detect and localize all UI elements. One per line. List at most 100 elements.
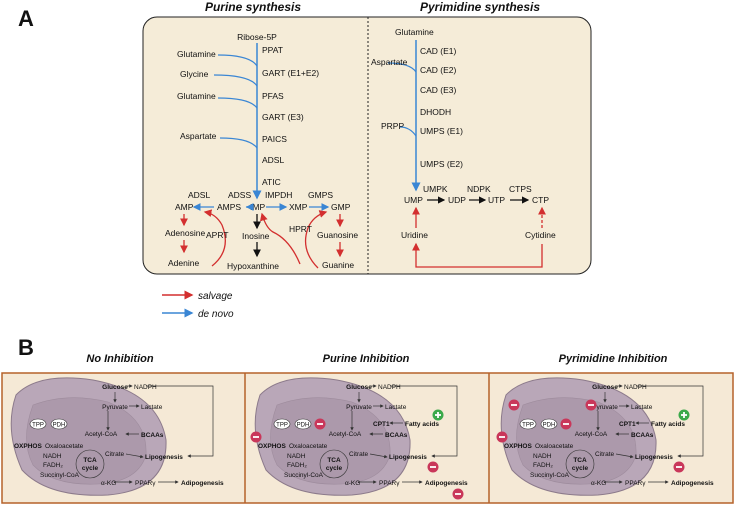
tpp-node bbox=[273, 418, 291, 430]
ppar: PPARγ bbox=[135, 480, 156, 487]
ribose-5p: Ribose-5P bbox=[237, 32, 277, 42]
citrate-to-lipogenesis-arrow bbox=[615, 453, 634, 459]
adipogenesis: Adipogenesis bbox=[671, 480, 714, 487]
aspartate-purine: Aspartate bbox=[180, 131, 217, 141]
tpp-label: TPP bbox=[522, 423, 534, 429]
purine-trunk bbox=[213, 43, 262, 200]
tca-label: TCA bbox=[327, 457, 341, 464]
pyruvate: Pyruvate bbox=[592, 404, 618, 411]
tca-cycle-ring bbox=[319, 449, 349, 479]
guanosine: Guanosine bbox=[317, 230, 358, 240]
acetyl-coa: Acetyl-CoA bbox=[575, 431, 608, 438]
cytidine: Cytidine bbox=[525, 230, 556, 240]
pdh-inhibit-minus-icon bbox=[314, 418, 326, 430]
lipogenesis: Lipogenesis bbox=[389, 454, 427, 461]
tpp-label: TPP bbox=[276, 423, 288, 429]
umpk-label: UMPK bbox=[423, 184, 448, 194]
ppat-label: PPAT bbox=[262, 45, 283, 55]
tca-cycle-ring bbox=[75, 449, 105, 479]
purine-title: Purine synthesis bbox=[205, 0, 301, 14]
cad2-label: CAD (E2) bbox=[420, 65, 457, 75]
amp-node: AMP bbox=[175, 202, 194, 212]
pyrimidine-trunk bbox=[387, 40, 421, 192]
imp-row-arrows bbox=[192, 203, 330, 258]
oxphos: OXPHOS bbox=[14, 443, 42, 450]
oxphos-inhibit-minus-icon bbox=[250, 431, 262, 443]
pyrimidine-title: Pyrimidine synthesis bbox=[420, 0, 540, 14]
citrate-to-lipogenesis-arrow bbox=[369, 453, 388, 459]
legend bbox=[162, 290, 194, 318]
panel-b-letter: B bbox=[18, 335, 34, 360]
panel-a-letter: A bbox=[18, 6, 34, 31]
nadph: NADPH bbox=[624, 384, 647, 391]
glycine: Glycine bbox=[180, 69, 209, 79]
tca-cycle-ring bbox=[565, 449, 595, 479]
nadph-to-lipogenesis-arrow bbox=[146, 385, 214, 458]
citrate: Citrate bbox=[349, 451, 369, 458]
tca-label: TCA bbox=[573, 457, 587, 464]
succinyl-coa: Succinyl-CoA bbox=[530, 472, 570, 479]
legend-denovo: de novo bbox=[198, 309, 234, 320]
adipogenesis: Adipogenesis bbox=[181, 480, 224, 487]
dhodh-label: DHODH bbox=[420, 107, 451, 117]
adenosine: Adenosine bbox=[165, 228, 205, 238]
aspartate-pyr: Aspartate bbox=[371, 57, 408, 67]
purine-salvage-arrows bbox=[180, 209, 344, 269]
nadh: NADH bbox=[43, 453, 62, 460]
cycle-label: cycle bbox=[82, 465, 99, 472]
cpt1: CPT1 bbox=[619, 421, 636, 428]
fatty-acids: Fatty acids bbox=[651, 421, 685, 428]
ctp-node: CTP bbox=[532, 195, 549, 205]
pdh-label: PDH bbox=[297, 423, 310, 429]
lactate: Lactate bbox=[385, 404, 407, 411]
acetyl-coa: Acetyl-CoA bbox=[85, 431, 118, 438]
title-no-inhibition: No Inhibition bbox=[86, 353, 153, 365]
adsl-main-label: ADSL bbox=[262, 155, 284, 165]
fadh2: FADH₂ bbox=[43, 462, 63, 469]
oxaloacetate: Oxaloacetate bbox=[289, 443, 328, 450]
cycle-label: cycle bbox=[572, 465, 589, 472]
ppar: PPARγ bbox=[379, 480, 400, 487]
gart12-label: GART (E1+E2) bbox=[262, 68, 319, 78]
pdh-node bbox=[540, 418, 558, 430]
prpp: PRPP bbox=[381, 121, 404, 131]
utp-node: UTP bbox=[488, 195, 505, 205]
lipogenesis-inhibit-minus-icon bbox=[427, 461, 439, 473]
tca-label: TCA bbox=[83, 457, 97, 464]
acetyl-coa: Acetyl-CoA bbox=[329, 431, 362, 438]
succinyl-coa: Succinyl-CoA bbox=[40, 472, 80, 479]
tpp-node bbox=[519, 418, 537, 430]
oxphos-inhibit-minus-icon bbox=[496, 431, 508, 443]
paics-label: PAICS bbox=[262, 134, 287, 144]
title-purine-inhibition: Purine Inhibition bbox=[323, 353, 410, 365]
uridine: Uridine bbox=[401, 230, 428, 240]
oxphos: OXPHOS bbox=[504, 443, 532, 450]
cycle-label: cycle bbox=[326, 465, 343, 472]
xmp-node: XMP bbox=[289, 202, 308, 212]
ctps-label: CTPS bbox=[509, 184, 532, 194]
pfas-label: PFAS bbox=[262, 91, 284, 101]
gart3-label: GART (E3) bbox=[262, 112, 304, 122]
oxphos: OXPHOS bbox=[258, 443, 286, 450]
ppar: PPARγ bbox=[625, 480, 646, 487]
pdh-node bbox=[294, 418, 312, 430]
glutamine2: Glutamine bbox=[177, 91, 216, 101]
citrate-to-lipogenesis-arrow bbox=[125, 453, 144, 459]
udp-node: UDP bbox=[448, 195, 466, 205]
ndpk-label: NDPK bbox=[467, 184, 491, 194]
lipogenesis-inhibit-minus-icon bbox=[673, 461, 685, 473]
pdh-label: PDH bbox=[53, 423, 66, 429]
hypoxanthine: Hypoxanthine bbox=[227, 261, 279, 271]
adenine: Adenine bbox=[168, 258, 199, 268]
fadh2: FADH₂ bbox=[533, 462, 553, 469]
pdh-node bbox=[50, 418, 68, 430]
tpp-node bbox=[29, 418, 47, 430]
pyruvate: Pyruvate bbox=[346, 404, 372, 411]
glucose: Glucose bbox=[102, 384, 128, 391]
lactate: Lactate bbox=[631, 404, 653, 411]
adipogenesis-inhibit-minus-icon bbox=[452, 488, 464, 500]
